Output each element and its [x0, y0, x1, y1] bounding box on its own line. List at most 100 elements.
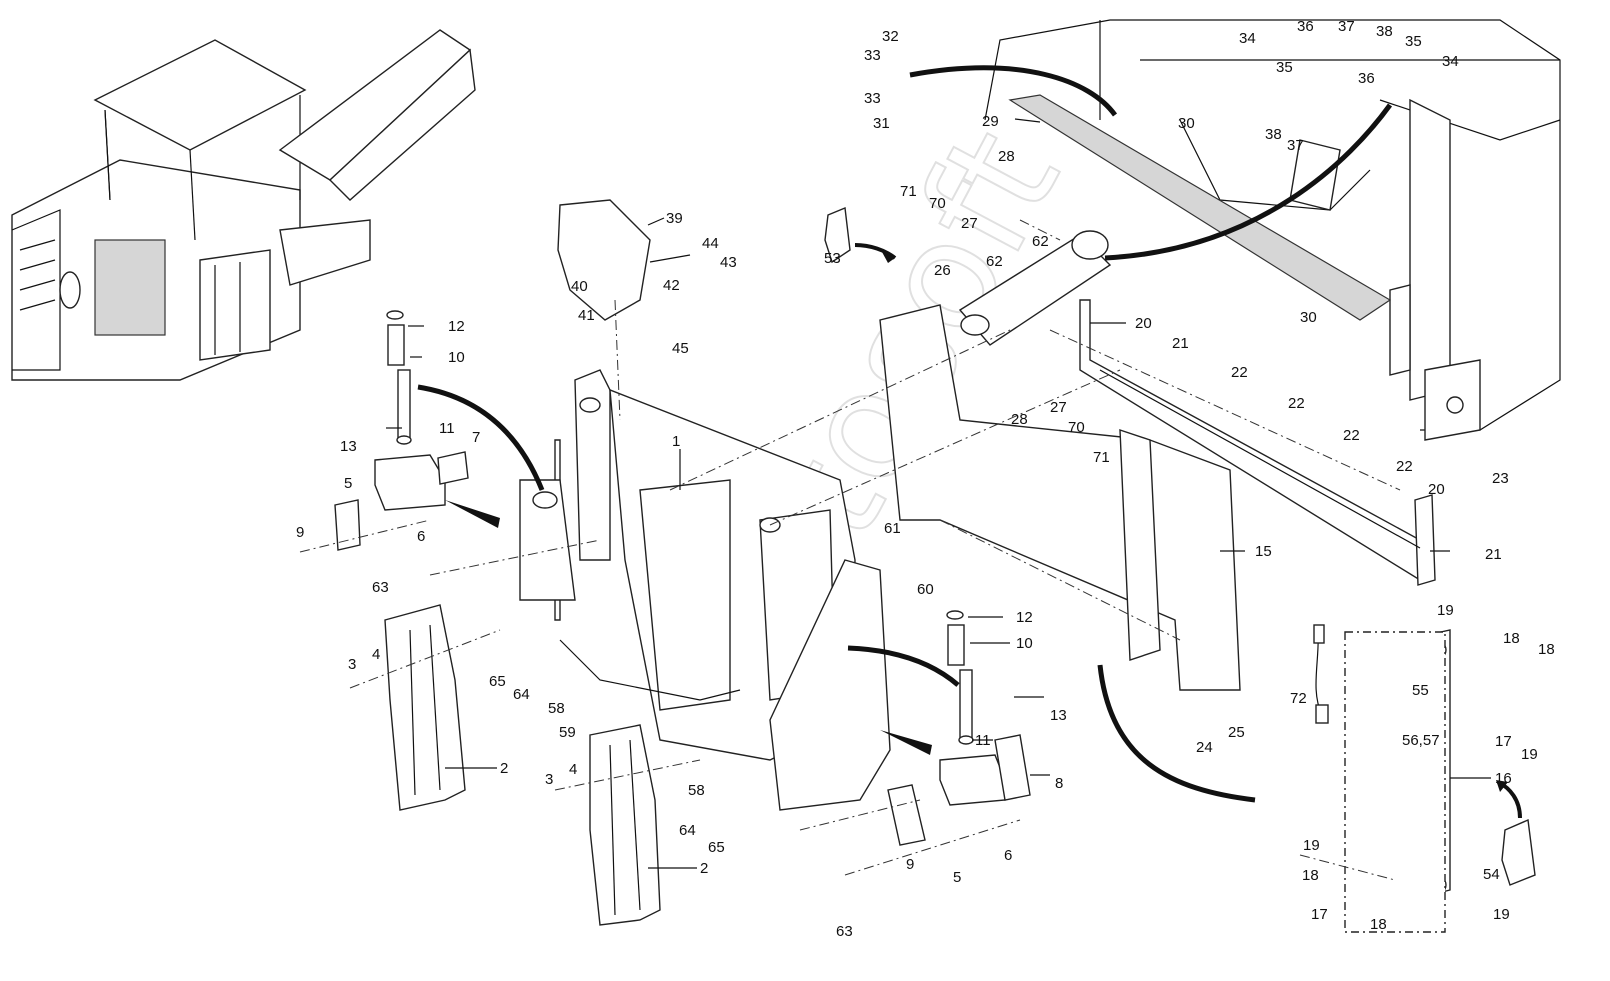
callout-3: 3: [545, 771, 553, 788]
callout-5: 5: [344, 475, 352, 492]
callout-4: 4: [569, 761, 577, 778]
hydraulic-cylinder-part-26: [958, 230, 1112, 346]
callout-53: 53: [824, 250, 841, 267]
callout-41: 41: [578, 307, 595, 324]
wear-plate-part-2-left: [384, 604, 466, 811]
callout-12: 12: [1016, 609, 1033, 626]
block-part-6-left: [374, 454, 446, 511]
callout-21: 21: [1485, 546, 1502, 563]
callout-56-57: 56,57: [1402, 732, 1440, 749]
detail-inset-54: [1501, 818, 1536, 886]
callout-65: 65: [489, 673, 506, 690]
callout-33: 33: [864, 90, 881, 107]
callout-62: 62: [986, 253, 1003, 270]
callout-23: 23: [1492, 470, 1509, 487]
callout-13: 13: [1050, 707, 1067, 724]
callout-20: 20: [1428, 481, 1445, 498]
callout-8: 8: [1055, 775, 1063, 792]
assembly-center-lines: [299, 219, 1401, 881]
callout-18: 18: [1302, 867, 1319, 884]
callout-28: 28: [1011, 411, 1028, 428]
callout-2: 2: [500, 760, 508, 777]
callout-22: 22: [1231, 364, 1248, 381]
moldboard-plate-part-15: [879, 304, 1241, 691]
callout-4: 4: [372, 646, 380, 663]
callout-13: 13: [340, 438, 357, 455]
wear-plate-part-2-right: [589, 724, 661, 926]
support-frame-part-1: [519, 369, 891, 811]
callout-71: 71: [900, 183, 917, 200]
callout-58: 58: [548, 700, 565, 717]
wear-strip-part-29: [1008, 94, 1392, 321]
callout-24: 24: [1196, 739, 1213, 756]
callout-22: 22: [1343, 427, 1360, 444]
callout-30: 30: [1178, 115, 1195, 132]
callout-44: 44: [702, 235, 719, 252]
callout-18: 18: [1370, 916, 1387, 933]
callout-6: 6: [417, 528, 425, 545]
callout-18: 18: [1538, 641, 1555, 658]
callout-43: 43: [720, 254, 737, 271]
callout-29: 29: [982, 113, 999, 130]
callout-62: 62: [1032, 233, 1049, 250]
callout-15: 15: [1255, 543, 1272, 560]
callout-64: 64: [513, 686, 530, 703]
callout-9: 9: [296, 524, 304, 541]
sensor-cable-part-72: [1313, 624, 1329, 724]
machine-overview-illustration: [11, 29, 476, 381]
callout-35: 35: [1276, 59, 1293, 76]
callout-64: 64: [679, 822, 696, 839]
callout-25: 25: [1228, 724, 1245, 741]
callout-54: 54: [1483, 866, 1500, 883]
callout-72: 72: [1290, 690, 1307, 707]
callout-27: 27: [961, 215, 978, 232]
plate-part-5-left: [334, 499, 361, 551]
callout-60: 60: [917, 581, 934, 598]
callout-59: 59: [559, 724, 576, 741]
callout-2: 2: [700, 860, 708, 877]
callout-70: 70: [1068, 419, 1085, 436]
callout-65: 65: [708, 839, 725, 856]
spring-pin-assembly-right: [946, 610, 974, 745]
callout-71: 71: [1093, 449, 1110, 466]
callout-63: 63: [836, 923, 853, 940]
pointer-arrows: [417, 65, 1522, 819]
callout-17: 17: [1495, 733, 1512, 750]
bracket-part-8: [994, 734, 1031, 801]
callout-45: 45: [672, 340, 689, 357]
plate-part-5-right: [887, 784, 926, 846]
callout-33: 33: [864, 47, 881, 64]
callout-55: 55: [1412, 682, 1429, 699]
callout-1: 1: [672, 433, 680, 450]
callout-22: 22: [1396, 458, 1413, 475]
callout-40: 40: [571, 278, 588, 295]
callout-70: 70: [929, 195, 946, 212]
detail-inset-53: [824, 207, 851, 264]
callout-38: 38: [1265, 126, 1282, 143]
bracket-part-7: [437, 451, 469, 485]
callout-34: 34: [1442, 53, 1459, 70]
hydraulic-cylinder-part-16: [1344, 629, 1451, 933]
callout-36: 36: [1358, 70, 1375, 87]
machine-frame-illustration: [984, 19, 1561, 441]
callout-19: 19: [1493, 906, 1510, 923]
block-part-6-right: [939, 754, 1006, 806]
callout-61: 61: [884, 520, 901, 537]
callout-32: 32: [882, 28, 899, 45]
callout-leader-lines: [386, 118, 1491, 869]
callout-28: 28: [998, 148, 1015, 165]
callout-19: 19: [1303, 837, 1320, 854]
callout-19: 19: [1437, 602, 1454, 619]
callout-37: 37: [1338, 18, 1355, 35]
callout-34: 34: [1239, 30, 1256, 47]
callout-27: 27: [1050, 399, 1067, 416]
callout-9: 9: [906, 856, 914, 873]
callout-26: 26: [934, 262, 951, 279]
callout-11: 11: [975, 732, 991, 749]
callout-18: 18: [1503, 630, 1520, 647]
callout-11: 11: [439, 420, 455, 437]
callout-7: 7: [472, 429, 480, 446]
callout-31: 31: [873, 115, 890, 132]
callout-5: 5: [953, 869, 961, 886]
